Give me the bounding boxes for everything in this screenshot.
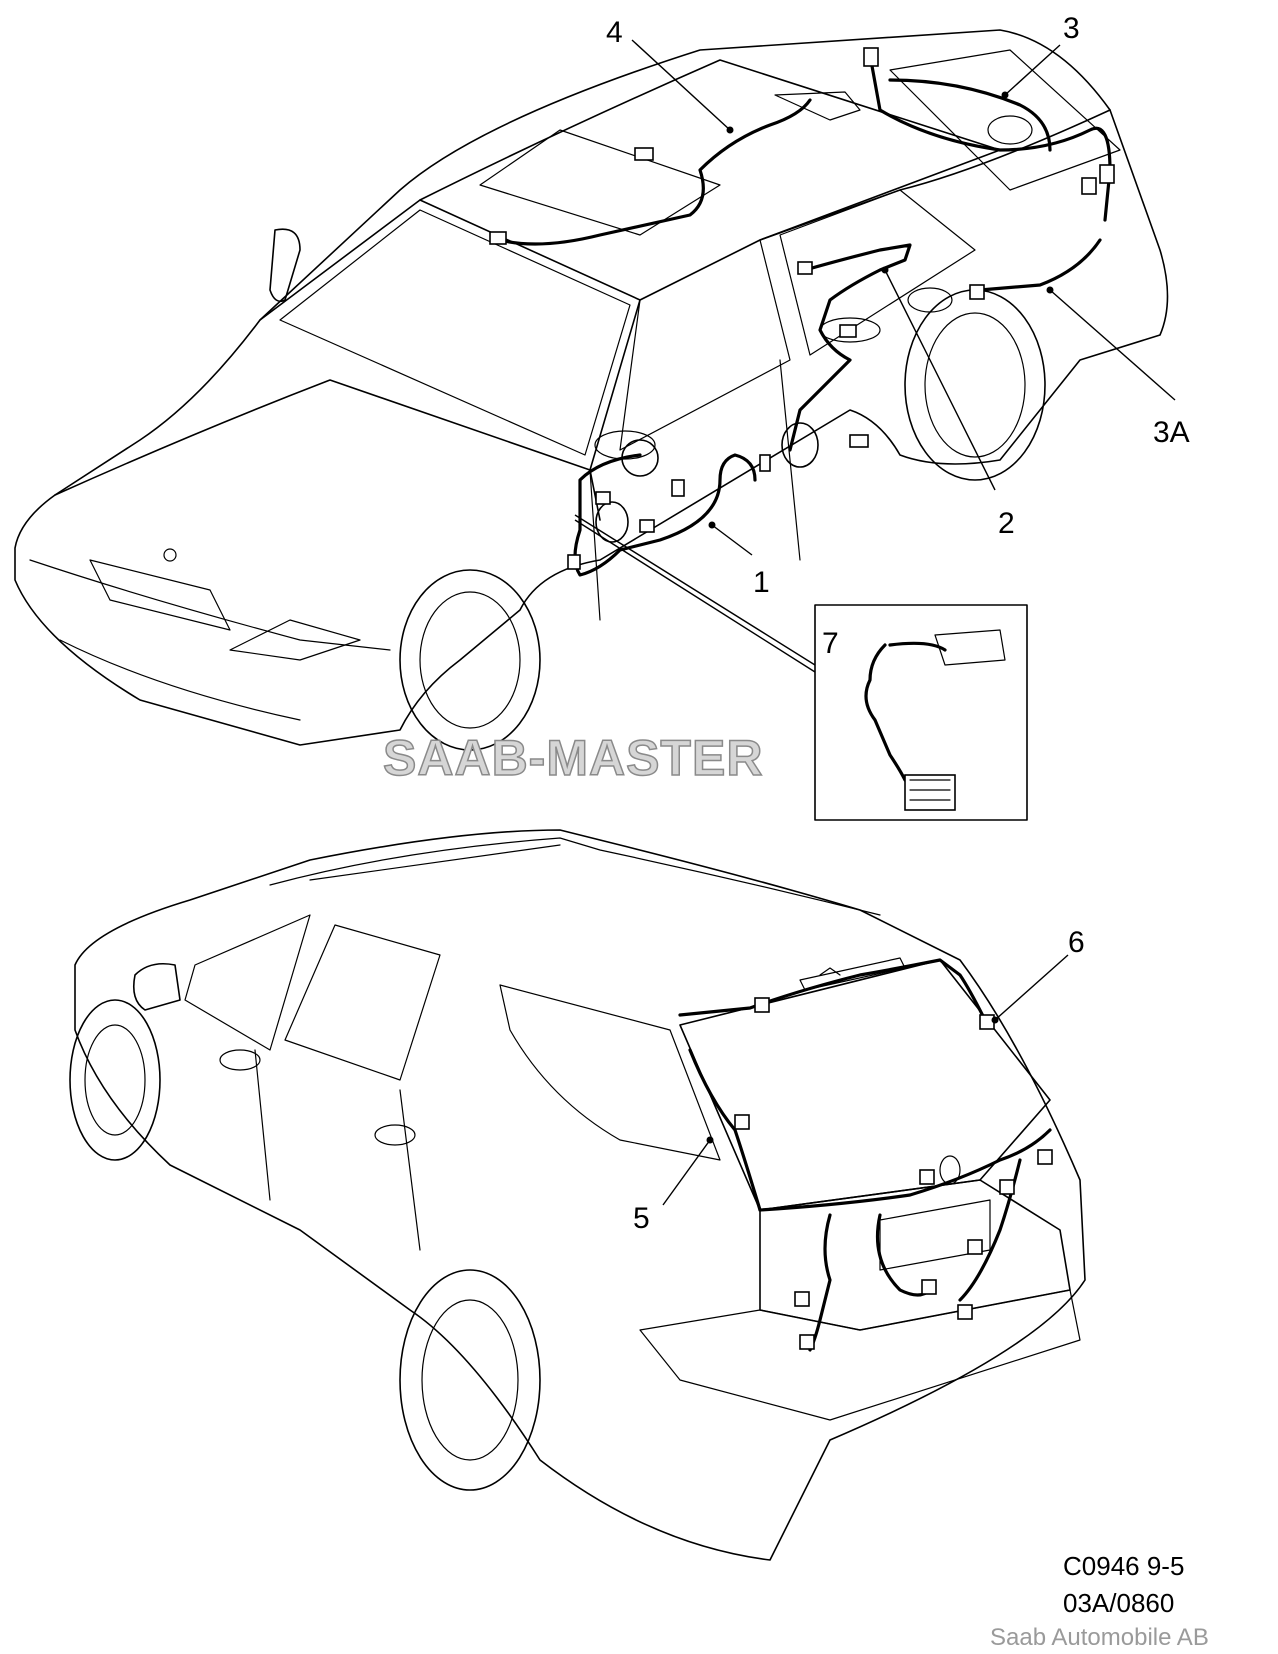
harness-4-roof — [498, 98, 812, 246]
callout-2: 2 — [998, 507, 1015, 540]
harness-3-trunk — [868, 53, 1112, 222]
connector-icon — [634, 147, 654, 161]
connector-icon — [489, 231, 507, 245]
manufacturer-credit: Saab Automobile AB — [990, 1624, 1209, 1651]
callout-5: 5 — [633, 1202, 650, 1235]
harness-tailgate-lower — [758, 1128, 1052, 1212]
connector-icon — [969, 284, 985, 300]
callout-6: 6 — [1068, 926, 1085, 959]
connector-icon — [919, 1169, 935, 1185]
inset-detail-7 — [574, 514, 1028, 821]
connector-icon — [979, 1014, 995, 1030]
connector-icon — [734, 1114, 750, 1130]
estate-illustration — [69, 829, 1086, 1561]
harness-1-front-door — [573, 453, 757, 577]
harness-2-rear-door — [788, 243, 912, 452]
harness-5-pillar — [688, 1048, 762, 1212]
sedan-illustration — [14, 29, 1169, 751]
estate-wiring-harnesses — [678, 958, 1053, 1352]
connector-icon — [595, 491, 611, 505]
connector-icon — [967, 1239, 983, 1255]
connector-icon — [799, 1334, 815, 1350]
connector-icon — [567, 554, 581, 570]
callout-leaders — [631, 39, 1176, 1206]
connector-icon — [1081, 177, 1097, 195]
connector-icon — [849, 434, 869, 448]
figure-code: C0946 9-5 — [1063, 1551, 1184, 1581]
connector-icon — [794, 1291, 810, 1307]
callout-1: 1 — [753, 566, 770, 599]
callout-7: 7 — [822, 627, 839, 660]
sedan-wiring-harnesses — [489, 47, 1115, 577]
connector-icon — [1099, 164, 1115, 184]
connector-icon — [759, 454, 771, 472]
callout-3: 3 — [1063, 12, 1080, 45]
harness-6-tailgate-top — [678, 958, 987, 1022]
callout-4: 4 — [606, 16, 623, 49]
connector-icon — [839, 324, 857, 338]
connector-icon — [957, 1304, 973, 1320]
watermark: SAAB-MASTER — [383, 730, 763, 786]
connector-icon — [671, 479, 685, 497]
harness-3a-side — [978, 238, 1102, 292]
connector-icon — [999, 1179, 1015, 1195]
connector-icon — [754, 997, 770, 1013]
connector-icon — [863, 47, 879, 67]
connector-icon — [797, 261, 813, 275]
figure-number: 03A/0860 — [1063, 1588, 1174, 1618]
connector-icon — [1037, 1149, 1053, 1165]
callout-3a: 3A — [1153, 416, 1190, 449]
connector-icon — [639, 519, 655, 533]
connector-icon — [921, 1279, 937, 1295]
